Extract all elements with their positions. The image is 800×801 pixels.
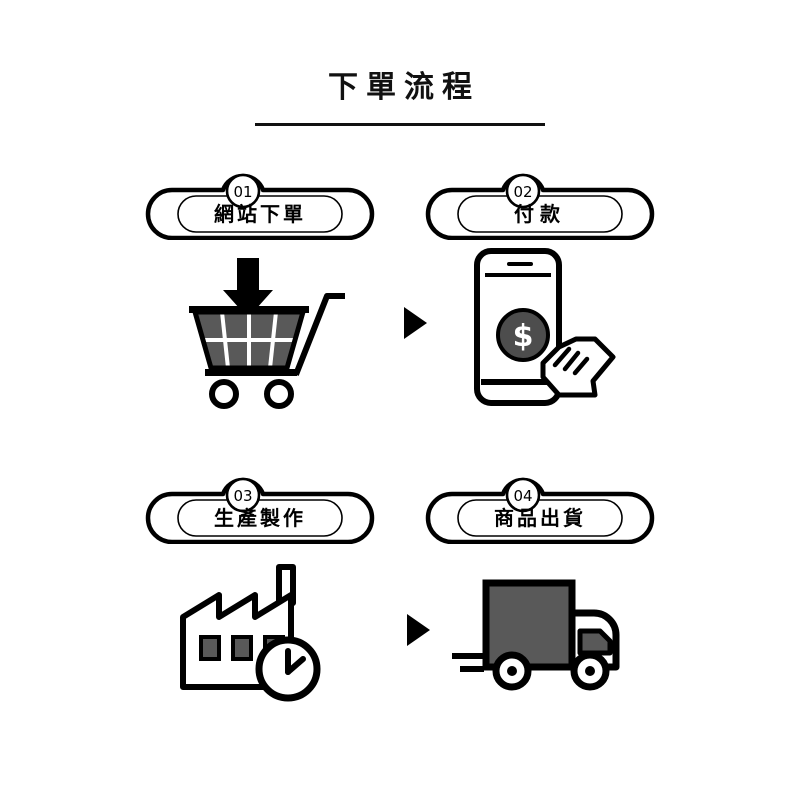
step-label-badge-03: 03 生產製作 [110, 472, 410, 544]
step-icon-01 [110, 240, 410, 420]
factory-clock-icon [180, 564, 321, 702]
step-pill-shape-02: 02 付款 [425, 173, 655, 240]
step-number-04: 04 [513, 487, 532, 505]
step-label-04: 商品出貨 [494, 506, 586, 530]
triangle-right-icon [404, 307, 427, 339]
step-icon-03 [110, 544, 410, 724]
arrow-step1-to-step2 [400, 305, 430, 345]
step-label-03: 生產製作 [214, 506, 306, 530]
step-number-02: 02 [513, 183, 532, 201]
page-title-block: 下單流程 [0, 70, 800, 126]
step-card-04[interactable]: 04 商品出貨 [390, 472, 690, 732]
step-label-02: 付款 [514, 202, 566, 226]
page-title: 下單流程 [328, 70, 480, 105]
title-underline [255, 123, 545, 126]
mobile-payment-hand-icon: $ [474, 247, 616, 406]
delivery-truck-icon [452, 579, 620, 691]
step-pill-shape-04: 04 商品出貨 [425, 477, 655, 544]
step-icon-02: $ [390, 240, 690, 420]
step-pill-shape-01: 01 網站下單 [145, 173, 375, 240]
shopping-cart-download-icon [189, 258, 345, 409]
dollar-symbol: $ [513, 319, 534, 354]
step-card-03[interactable]: 03 生產製作 [110, 472, 410, 732]
step-card-01[interactable]: 01 網站下單 [110, 168, 410, 428]
step-icon-04 [390, 544, 690, 724]
step-card-02[interactable]: 02 付款 $ [390, 168, 690, 428]
step-label-badge-01: 01 網站下單 [110, 168, 410, 240]
triangle-right-icon [407, 614, 430, 646]
arrow-step3-to-step4 [403, 612, 433, 652]
step-label-badge-02: 02 付款 [390, 168, 690, 240]
step-label-01: 網站下單 [214, 202, 306, 226]
step-label-badge-04: 04 商品出貨 [390, 472, 690, 544]
step-number-03: 03 [233, 487, 252, 505]
step-number-01: 01 [233, 183, 252, 201]
step-pill-shape-03: 03 生產製作 [145, 477, 375, 544]
